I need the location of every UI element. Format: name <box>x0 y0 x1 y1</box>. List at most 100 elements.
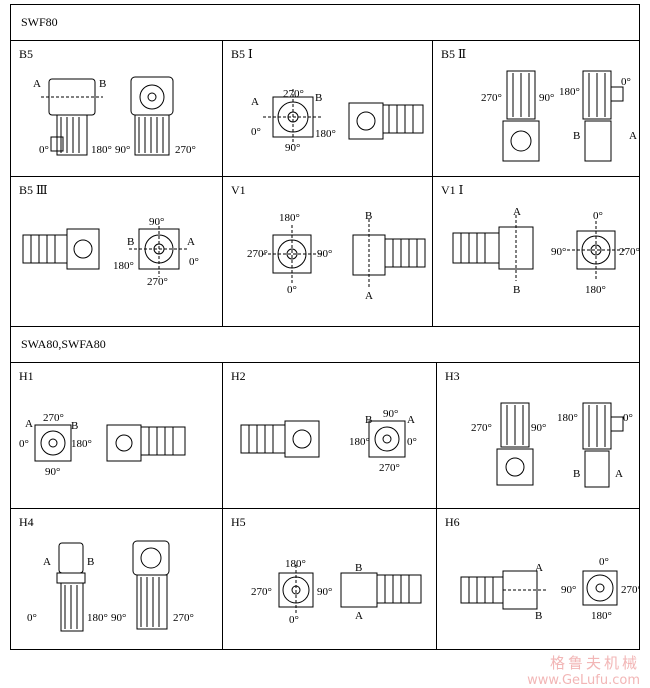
angle-label: 180° <box>87 612 108 624</box>
angle-label: 270° <box>147 276 168 288</box>
row-h1: H1 A 270° B 0° 180° 90° <box>11 363 639 509</box>
mount-code: V1 Ⅰ <box>441 183 464 197</box>
cell-b5-iii: B5 Ⅲ 90° B A 180° <box>11 177 223 326</box>
angle-label: B <box>365 210 372 222</box>
angle-label: 90° <box>383 408 398 420</box>
angle-label: A <box>355 610 363 622</box>
cell-h4: H4 A B 0° 180° 90° <box>11 509 223 650</box>
vertical-motor-right <box>582 70 624 162</box>
gear-unit-flange <box>582 570 618 606</box>
angle-label: 270° <box>251 586 272 598</box>
cell-h6: H6 A B 0° 90° 270° 180° <box>437 509 639 650</box>
angle-label: B <box>355 562 362 574</box>
angle-label: 180° <box>285 558 306 570</box>
vertical-motor-left <box>502 70 540 162</box>
gear-unit-flange <box>368 420 406 458</box>
mount-code: B5 Ⅰ <box>231 47 253 61</box>
angle-label: A <box>407 414 415 426</box>
angle-label: A <box>25 418 33 430</box>
angle-label: 90° <box>531 422 546 434</box>
gear-motor-horizontal <box>340 572 422 608</box>
angle-label: 180° <box>557 412 578 424</box>
angle-label: 0° <box>623 412 633 424</box>
angle-label: B <box>99 78 106 90</box>
angle-label: 90° <box>149 216 164 228</box>
angle-label: 270° <box>43 412 64 424</box>
angle-label: A <box>43 556 51 568</box>
v1-i-drawing: A B 90° 270° 0° 180° <box>452 206 639 296</box>
cell-h5: H5 180° 270° 90° 0° B A <box>223 509 437 650</box>
angle-label: 0° <box>39 144 49 156</box>
angle-label: A <box>251 96 259 108</box>
mount-code: H6 <box>445 515 460 529</box>
angle-label: 270° <box>379 462 400 474</box>
angle-label: 90° <box>115 144 130 156</box>
cell-b5-i: B5 Ⅰ 270° A B 0° 1 <box>223 41 433 176</box>
b5-drawing: A B 0° 180° 90° 270° <box>33 76 196 156</box>
b5-iii-drawing: 90° B A 180° 0° 270° <box>22 216 199 288</box>
cell-h1: H1 A 270° B 0° 180° 90° <box>11 363 223 508</box>
cell-h3: H3 270° 90° 180° 0° B <box>437 363 639 508</box>
mount-code: H1 <box>19 369 34 383</box>
angle-label: 270° <box>481 92 502 104</box>
row-b5-iii: B5 Ⅲ 90° B A 180° <box>11 177 639 327</box>
b5-ii-drawing: 270° 90° 180° 0° B A <box>481 70 637 162</box>
gear-unit-flange-view <box>263 89 323 145</box>
angle-label: 0° <box>593 210 603 222</box>
gear-motor-horizontal <box>460 570 547 610</box>
gear-unit-flange <box>34 424 72 462</box>
row-b5: B5 A B <box>11 41 639 177</box>
angle-label: A <box>535 562 543 574</box>
angle-label: 90° <box>561 584 576 596</box>
section-header-swa80: SWA80,SWFA80 <box>11 327 639 363</box>
gear-unit-flange <box>567 221 625 279</box>
mount-code: B5 Ⅱ <box>441 47 467 61</box>
angle-label: 90° <box>317 248 332 260</box>
angle-label: B <box>71 420 78 432</box>
angle-label: B <box>513 284 520 296</box>
angle-label: 180° <box>71 438 92 450</box>
gear-motor-horizontal <box>452 215 534 281</box>
angle-label: 0° <box>289 614 299 626</box>
angle-label: 90° <box>111 612 126 624</box>
angle-label: 270° <box>619 246 639 258</box>
mount-code: B5 Ⅲ <box>19 183 48 197</box>
angle-label: A <box>615 468 623 480</box>
gear-motor-side-view <box>130 76 174 156</box>
cell-v1-i: V1 Ⅰ A B 90° 270° <box>433 177 639 326</box>
gear-motor-horizontal <box>22 228 100 270</box>
angle-label: 0° <box>407 436 417 448</box>
angle-label: B <box>573 468 580 480</box>
cell-v1: V1 180° 270° 90° 0° <box>223 177 433 326</box>
angle-label: A <box>365 290 373 302</box>
angle-label: A <box>187 236 195 248</box>
vertical-gear-motor-front <box>56 542 86 632</box>
watermark-url: www.GeLufu.com <box>527 673 640 688</box>
angle-label: 180° <box>279 212 300 224</box>
angle-label: 270° <box>283 88 304 100</box>
mount-code: H4 <box>19 515 34 529</box>
section-title: SWF80 <box>21 15 58 29</box>
mount-code: B5 <box>19 47 34 61</box>
angle-label: 90° <box>45 466 60 478</box>
gear-unit-flange <box>278 565 314 615</box>
cell-h2: H2 B 90° A 180° 0° 270° <box>223 363 437 508</box>
watermark: 格鲁夫机械 www.GeLufu.com <box>527 652 640 688</box>
angle-label: 90° <box>285 142 300 154</box>
h1-drawing: A 270° B 0° 180° 90° <box>19 412 186 478</box>
angle-label: 0° <box>19 438 29 450</box>
angle-label: 0° <box>287 284 297 296</box>
angle-label: B <box>365 414 372 426</box>
gear-motor-horizontal <box>352 219 426 287</box>
b5-i-drawing: 270° A B 0° 180° 90° <box>251 88 424 154</box>
angle-label: A <box>629 130 637 142</box>
gear-motor-horizontal-view <box>348 102 424 140</box>
angle-label: B <box>573 130 580 142</box>
angle-label: B <box>87 556 94 568</box>
gear-motor-front-view <box>41 78 103 156</box>
h4-drawing: A B 0° 180° 90° 270° <box>27 540 194 632</box>
angle-label: 270° <box>175 144 196 156</box>
angle-label: B <box>127 236 134 248</box>
gear-motor-horizontal <box>106 424 186 462</box>
angle-label: 180° <box>113 260 134 272</box>
